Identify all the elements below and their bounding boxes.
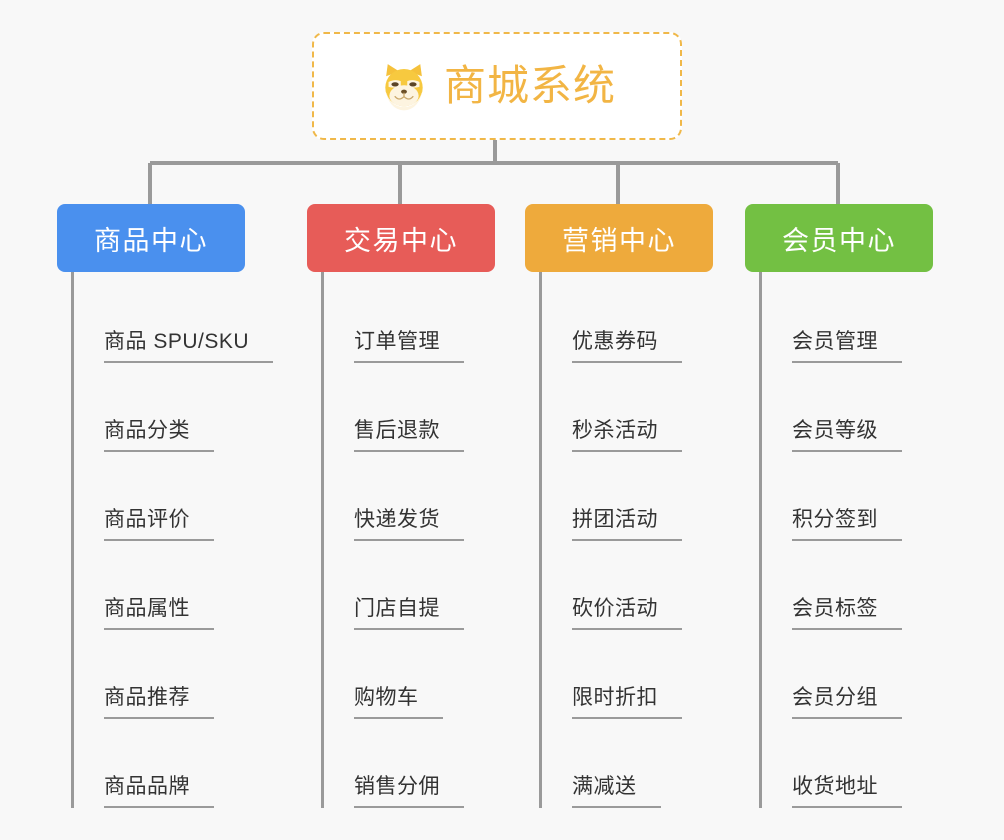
leaf-label: 会员管理	[792, 329, 902, 363]
list-item[interactable]: 门店自提	[324, 541, 495, 630]
list-item[interactable]: 商品分类	[74, 363, 245, 452]
leaf-label: 商品分类	[104, 418, 214, 452]
branch-会员中心: 会员中心 会员管理 会员等级 积分签到 会员标签 会员分组 收货地址	[745, 204, 933, 808]
list-item[interactable]: 会员分组	[762, 630, 933, 719]
shiba-dog-face-icon	[385, 64, 423, 111]
branch-营销中心: 营销中心 优惠券码 秒杀活动 拼团活动 砍价活动 限时折扣 满减送	[525, 204, 713, 808]
leaf-label: 优惠券码	[572, 329, 682, 363]
list-item[interactable]: 积分签到	[762, 452, 933, 541]
list-item[interactable]: 秒杀活动	[542, 363, 713, 452]
list-item[interactable]: 订单管理	[324, 274, 495, 363]
list-item[interactable]: 售后退款	[324, 363, 495, 452]
root-label: 商城系统	[443, 62, 616, 109]
leaf-label: 会员分组	[792, 685, 902, 719]
leaf-label: 秒杀活动	[572, 418, 682, 452]
root-node[interactable]: 商城系统	[312, 32, 682, 140]
list-item[interactable]: 商品 SPU/SKU	[74, 274, 274, 363]
leaf-label: 会员标签	[792, 596, 902, 630]
branch-head-label-3: 会员中心	[782, 225, 896, 256]
leaf-label: 收货地址	[792, 774, 902, 808]
list-item[interactable]: 优惠券码	[542, 274, 713, 363]
list-item[interactable]: 会员标签	[762, 541, 933, 630]
leaf-label: 会员等级	[792, 418, 902, 452]
leaf-label: 积分签到	[792, 507, 902, 541]
list-item[interactable]: 拼团活动	[542, 452, 713, 541]
branch-head-2[interactable]: 营销中心	[525, 204, 713, 272]
branch-head-0[interactable]: 商品中心	[57, 204, 245, 272]
leaf-label: 门店自提	[354, 596, 464, 630]
list-item[interactable]: 快递发货	[324, 452, 495, 541]
list-item[interactable]: 收货地址	[762, 719, 933, 808]
branch-list-0: 商品 SPU/SKU 商品分类 商品评价 商品属性 商品推荐 商品品牌	[71, 272, 274, 808]
leaf-label: 购物车	[354, 685, 443, 719]
list-item[interactable]: 限时折扣	[542, 630, 713, 719]
list-item[interactable]: 商品推荐	[74, 630, 245, 719]
branch-head-label-1: 交易中心	[344, 225, 458, 256]
leaf-label: 商品品牌	[104, 774, 214, 808]
branch-head-label-2: 营销中心	[562, 225, 676, 256]
list-item[interactable]: 砍价活动	[542, 541, 713, 630]
branch-head-1[interactable]: 交易中心	[307, 204, 495, 272]
leaf-label: 快递发货	[354, 507, 464, 541]
list-item[interactable]: 销售分佣	[324, 719, 495, 808]
leaf-label: 商品属性	[104, 596, 214, 630]
list-item[interactable]: 满减送	[542, 719, 713, 808]
branch-商品中心: 商品中心 商品 SPU/SKU 商品分类 商品评价 商品属性 商品推荐 商品品牌	[57, 204, 274, 808]
leaf-label: 销售分佣	[354, 774, 464, 808]
branch-list-3: 会员管理 会员等级 积分签到 会员标签 会员分组 收货地址	[759, 272, 933, 808]
leaf-label: 砍价活动	[572, 596, 682, 630]
list-item[interactable]: 商品评价	[74, 452, 245, 541]
leaf-label: 商品评价	[104, 507, 214, 541]
leaf-label: 满减送	[572, 774, 661, 808]
list-item[interactable]: 会员管理	[762, 274, 933, 363]
branch-head-3[interactable]: 会员中心	[745, 204, 933, 272]
branch-list-1: 订单管理 售后退款 快递发货 门店自提 购物车 销售分佣	[321, 272, 495, 808]
branch-交易中心: 交易中心 订单管理 售后退款 快递发货 门店自提 购物车 销售分佣	[307, 204, 495, 808]
branch-head-label-0: 商品中心	[94, 225, 208, 256]
list-item[interactable]: 购物车	[324, 630, 495, 719]
leaf-label: 售后退款	[354, 418, 464, 452]
branch-list-2: 优惠券码 秒杀活动 拼团活动 砍价活动 限时折扣 满减送	[539, 272, 713, 808]
leaf-label: 拼团活动	[572, 507, 682, 541]
leaf-label: 订单管理	[354, 329, 464, 363]
list-item[interactable]: 商品属性	[74, 541, 245, 630]
leaf-label: 商品推荐	[104, 685, 214, 719]
leaf-label: 商品 SPU/SKU	[104, 329, 274, 363]
leaf-label: 限时折扣	[572, 685, 682, 719]
list-item[interactable]: 商品品牌	[74, 719, 245, 808]
list-item[interactable]: 会员等级	[762, 363, 933, 452]
